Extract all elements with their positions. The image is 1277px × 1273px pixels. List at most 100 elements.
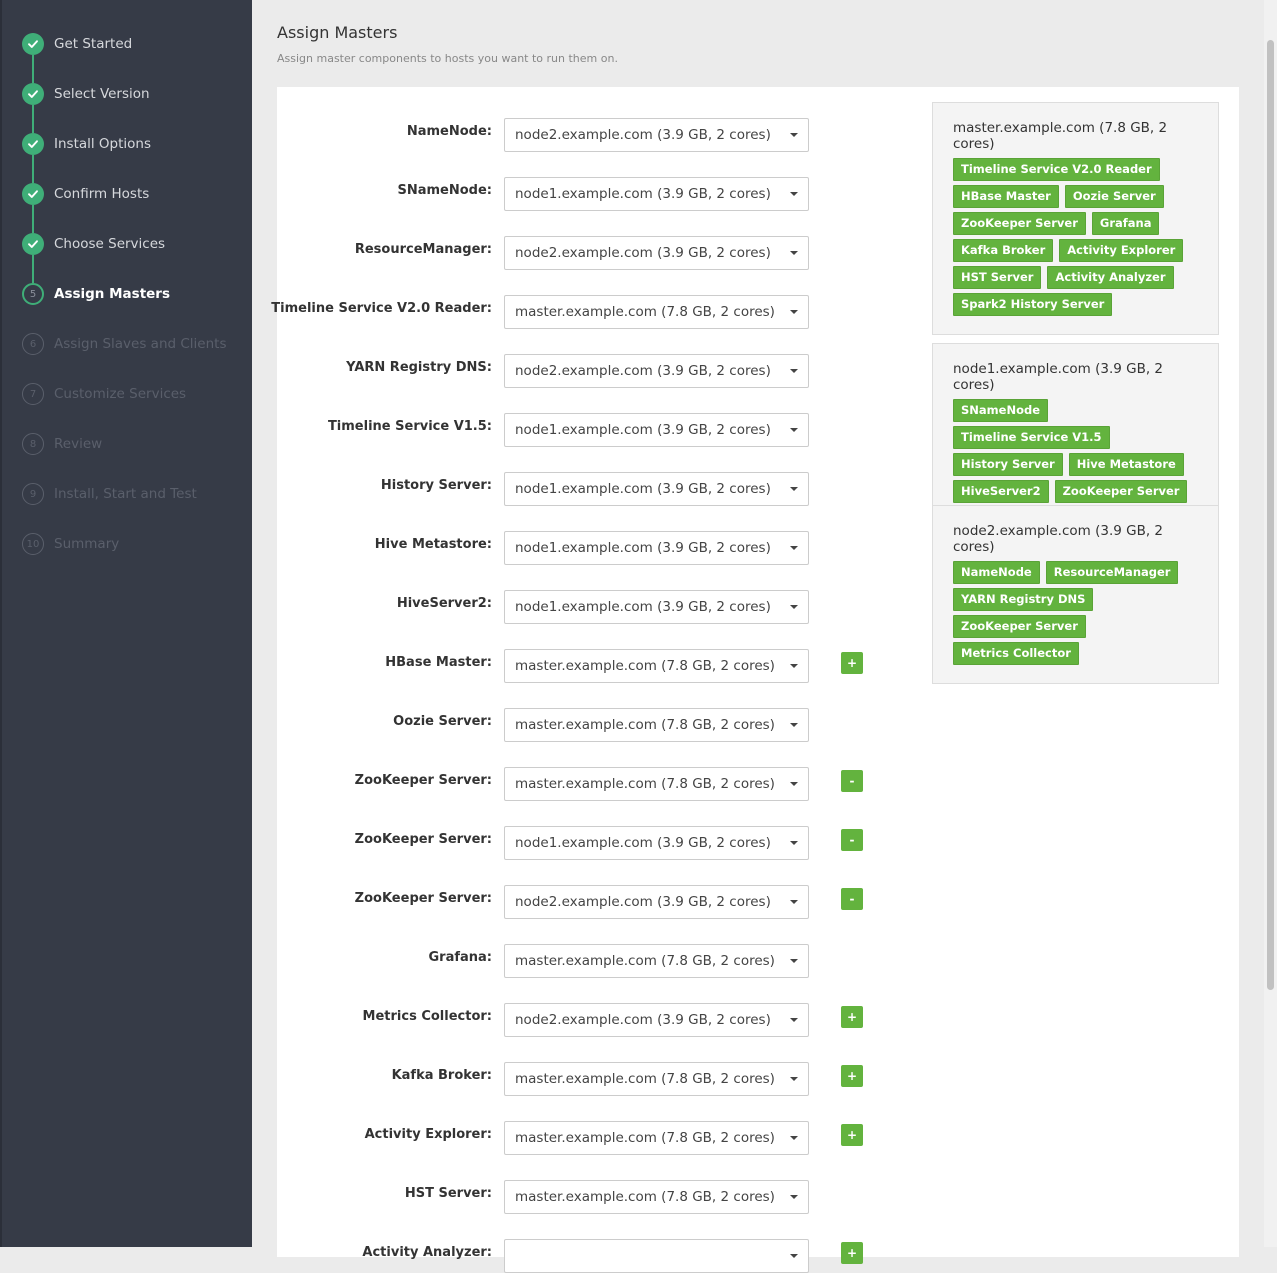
caret-down-icon xyxy=(790,428,798,432)
wizard-step-1[interactable]: Get Started xyxy=(22,33,227,83)
host-select[interactable]: node1.example.com (3.9 GB, 2 cores) xyxy=(504,590,809,624)
host-select-value: node2.example.com (3.9 GB, 2 cores) xyxy=(515,363,771,379)
host-select[interactable]: master.example.com (7.8 GB, 2 cores) xyxy=(504,1180,809,1214)
wizard-step-3[interactable]: Install Options xyxy=(22,133,227,183)
component-tag: Spark2 History Server xyxy=(953,293,1113,316)
host-title: master.example.com (7.8 GB, 2 cores) xyxy=(953,120,1168,152)
caret-down-icon xyxy=(790,1136,798,1140)
component-label: History Server: xyxy=(380,478,492,493)
assignment-row: NameNode: node2.example.com (3.9 GB, 2 co… xyxy=(277,118,877,152)
add-component-button[interactable]: + xyxy=(841,1065,863,1087)
caret-down-icon xyxy=(790,487,798,491)
host-select[interactable]: node1.example.com (3.9 GB, 2 cores) xyxy=(504,531,809,565)
component-label: HST Server: xyxy=(404,1186,492,1201)
host-select-value: node2.example.com (3.9 GB, 2 cores) xyxy=(515,894,771,910)
caret-down-icon xyxy=(790,900,798,904)
host-select-value: master.example.com (7.8 GB, 2 cores) xyxy=(515,1189,775,1205)
caret-down-icon xyxy=(790,959,798,963)
step-complete-marker xyxy=(22,133,44,155)
step-complete-marker xyxy=(22,33,44,55)
caret-down-icon xyxy=(790,251,798,255)
caret-down-icon xyxy=(790,1077,798,1081)
step-label: Choose Services xyxy=(54,236,166,252)
host-select[interactable] xyxy=(504,1239,809,1273)
host-select-value: master.example.com (7.8 GB, 2 cores) xyxy=(515,953,775,969)
add-component-button[interactable]: + xyxy=(841,1124,863,1146)
step-label: Review xyxy=(54,436,103,452)
component-label: Activity Analyzer: xyxy=(362,1245,492,1260)
component-label: Timeline Service V2.0 Reader: xyxy=(271,301,492,316)
page-scrollbar[interactable] xyxy=(1264,0,1277,1247)
wizard-step-2[interactable]: Select Version xyxy=(22,83,227,133)
wizard-step-4[interactable]: Confirm Hosts xyxy=(22,183,227,233)
remove-component-button[interactable]: - xyxy=(841,888,863,910)
host-select-value: master.example.com (7.8 GB, 2 cores) xyxy=(515,304,775,320)
host-select[interactable]: node2.example.com (3.9 GB, 2 cores) xyxy=(504,1003,809,1037)
host-select[interactable]: master.example.com (7.8 GB, 2 cores) xyxy=(504,708,809,742)
step-number-marker: 6 xyxy=(22,333,44,355)
component-tag: HST Server xyxy=(953,266,1042,289)
host-select[interactable]: master.example.com (7.8 GB, 2 cores) xyxy=(504,1121,809,1155)
step-connector xyxy=(32,55,34,83)
host-select[interactable]: node2.example.com (3.9 GB, 2 cores) xyxy=(504,354,809,388)
assignment-row: HST Server: master.example.com (7.8 GB, 2… xyxy=(277,1180,877,1214)
component-tag: ZooKeeper Server xyxy=(953,615,1086,638)
component-label: Metrics Collector: xyxy=(362,1009,492,1024)
assignment-row: Kafka Broker:master.example.com (7.8 GB,… xyxy=(277,1062,877,1096)
add-component-button[interactable]: + xyxy=(841,1242,863,1264)
caret-down-icon xyxy=(790,1254,798,1258)
host-select-value: master.example.com (7.8 GB, 2 cores) xyxy=(515,717,775,733)
host-select-value: node1.example.com (3.9 GB, 2 cores) xyxy=(515,540,771,556)
check-icon xyxy=(28,240,38,248)
component-tag: Metrics Collector xyxy=(953,642,1079,665)
caret-down-icon xyxy=(790,782,798,786)
add-component-button[interactable]: + xyxy=(841,652,863,674)
host-select[interactable]: node1.example.com (3.9 GB, 2 cores) xyxy=(504,826,809,860)
host-select-value: node1.example.com (3.9 GB, 2 cores) xyxy=(515,835,771,851)
host-select[interactable]: master.example.com (7.8 GB, 2 cores) xyxy=(504,767,809,801)
component-tag: Timeline Service V2.0 Reader xyxy=(953,158,1160,181)
host-select[interactable]: master.example.com (7.8 GB, 2 cores) xyxy=(504,649,809,683)
component-tag: NameNode xyxy=(953,561,1040,584)
component-tag: HiveServer2 xyxy=(953,480,1049,503)
component-label: HBase Master: xyxy=(385,655,492,670)
caret-down-icon xyxy=(790,1195,798,1199)
host-select[interactable]: node1.example.com (3.9 GB, 2 cores) xyxy=(504,413,809,447)
component-label: Oozie Server: xyxy=(393,714,492,729)
host-select[interactable]: master.example.com (7.8 GB, 2 cores) xyxy=(504,295,809,329)
add-component-button[interactable]: + xyxy=(841,1006,863,1028)
wizard-step-5[interactable]: Choose Services xyxy=(22,233,227,283)
remove-component-button[interactable]: - xyxy=(841,829,863,851)
component-tag: History Server xyxy=(953,453,1063,476)
component-tag: Activity Analyzer xyxy=(1047,266,1174,289)
component-label: NameNode: xyxy=(406,124,492,139)
component-tag: Hive Metastore xyxy=(1068,453,1184,476)
step-complete-marker xyxy=(22,83,44,105)
component-tag: ZooKeeper Server xyxy=(953,212,1086,235)
assignment-row: History Server: node1.example.com (3.9 GB… xyxy=(277,472,877,506)
remove-component-button[interactable]: - xyxy=(841,770,863,792)
step-connector xyxy=(32,105,34,133)
host-summary-box: node1.example.com (3.9 GB, 2 cores)SName… xyxy=(932,343,1219,522)
caret-down-icon xyxy=(790,310,798,314)
component-tag: HBase Master xyxy=(953,185,1059,208)
step-number-marker: 5 xyxy=(22,283,44,305)
host-select[interactable]: node1.example.com (3.9 GB, 2 cores) xyxy=(504,177,809,211)
scrollbar-thumb[interactable] xyxy=(1267,40,1274,990)
step-label: Install, Start and Test xyxy=(54,486,197,502)
component-tag: YARN Registry DNS xyxy=(953,588,1094,611)
host-select[interactable]: node2.example.com (3.9 GB, 2 cores) xyxy=(504,885,809,919)
host-select[interactable]: node1.example.com (3.9 GB, 2 cores) xyxy=(504,472,809,506)
host-select[interactable]: node2.example.com (3.9 GB, 2 cores) xyxy=(504,236,809,270)
host-select[interactable]: master.example.com (7.8 GB, 2 cores) xyxy=(504,944,809,978)
check-icon xyxy=(28,40,38,48)
caret-down-icon xyxy=(790,841,798,845)
host-select[interactable]: node2.example.com (3.9 GB, 2 cores) xyxy=(504,118,809,152)
host-select-value: master.example.com (7.8 GB, 2 cores) xyxy=(515,1130,775,1146)
host-select[interactable]: master.example.com (7.8 GB, 2 cores) xyxy=(504,1062,809,1096)
